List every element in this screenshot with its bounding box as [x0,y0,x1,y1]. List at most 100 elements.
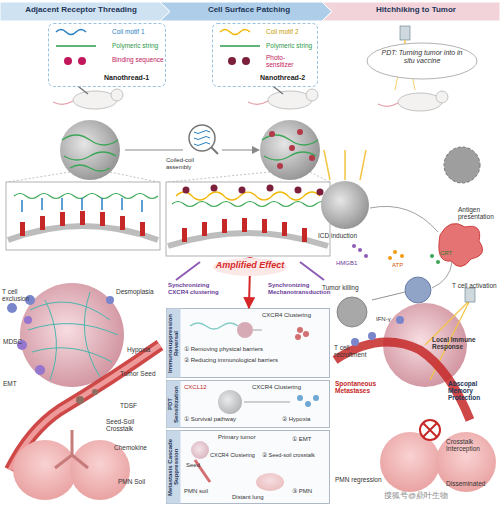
rect-shape [242,218,247,232]
stage-banner: Hitchhiking to Tumor [322,2,500,21]
thought-bubble: PDT: Turning tumor into in situ vaccine [366,42,478,80]
circle-shape [7,303,17,313]
circle-shape [289,145,295,151]
node-text: Hitchhiking to Tumor [338,6,494,15]
zoom-panel-middle [166,172,330,280]
icon [56,45,96,47]
node-text: Amplified Effect [213,261,287,271]
path-shape [22,198,142,212]
circle-shape [239,187,246,194]
annotation-label: CRT [440,250,452,257]
annotation-label: EMT [3,380,17,387]
chev-shape [0,2,170,21]
annotation-label: ① Removing physical barriers [184,346,263,353]
cloud-shape [367,43,477,79]
path-shape [370,206,438,232]
band-strip [167,309,181,378]
coiled-coil-magnifier [125,125,260,154]
rect-shape [40,216,45,230]
annotation-label: Distant lung [232,494,264,501]
annotation-label: Tumor Seed [120,370,160,377]
rect-shape [202,222,207,236]
icon [242,57,250,65]
circle-shape [337,297,367,327]
annotation-label: Chemokine [114,444,147,451]
legend-panel: Nanothread-1Coil motif 1Polymeric string… [48,23,166,87]
circle-shape [400,254,404,258]
circle-shape [388,256,392,260]
node-outline [166,308,330,378]
ellipse-shape [73,91,117,109]
annotation-label: Primary tumor [218,434,256,441]
annotation-label: Antigen presentation [458,206,500,220]
path-shape [222,150,252,151]
chev-shape [322,2,500,21]
band-shape [167,431,330,504]
path-shape [423,423,437,437]
ellipse-shape [380,432,440,492]
nanothread-icons [56,30,96,66]
node-text: Adjacent Receptor Threading [6,6,156,15]
annotation-label: T cell recruitment [334,344,380,358]
band-shape [167,309,330,378]
annotation-label: ① Survival pathway [184,416,236,423]
circle-shape [76,396,84,404]
stage-banner: Adjacent Receptor Threading [0,2,170,21]
circle-shape [317,189,324,196]
panel-shape [49,24,166,87]
band-strip [167,381,181,428]
circle-shape [260,120,320,180]
circle-shape [368,332,376,340]
ellipse-shape [13,440,77,500]
circle-shape [351,338,359,346]
node-text: PDT: Turning tumor into in situ vaccine [376,49,468,64]
rect-shape [60,212,65,226]
tumor-microenvironment-left [7,283,160,500]
annotation-label: ① EMT [292,436,311,443]
circle-shape [92,389,98,395]
circle-shape [358,248,362,252]
band-strip [167,431,181,504]
annotation-label: Coiled-coil assembly [166,157,216,170]
icon [78,57,86,65]
path-shape [14,194,158,199]
icon [220,30,250,35]
circle-shape [35,365,45,375]
panel-title: Metastasis Cascade Suppression [166,430,180,504]
oval-shape [213,258,287,276]
annotation-label: Synchronizing CXCR4 clustering [168,282,230,295]
annotation-label: ② Hypoxia [282,416,310,423]
icon [228,57,236,65]
circle-shape [277,163,283,169]
circle-shape [436,260,440,264]
annotation-label: Seed [186,462,200,469]
circle-shape [405,277,431,303]
node-text: Photo-sensitizer [266,54,310,68]
icon [220,45,260,47]
annotation-label: CXCL12 [184,384,207,391]
annotation-label: Crosstalk Interception [446,438,496,452]
circle-shape [444,147,480,183]
rect-shape [222,219,227,233]
annotation-label: CXCR4 Clustering [210,452,255,458]
circle-shape [420,420,440,440]
rect-shape [282,222,287,236]
annotation-label: PMN Soil [118,478,145,485]
rect-shape [140,222,145,236]
circle-shape [60,120,120,180]
node-text: Coil motif 2 [266,28,318,35]
annotation-label: ICD induction [318,232,357,239]
path-shape [378,103,398,106]
circle-shape [269,131,275,137]
circle-shape [20,283,124,387]
circle-shape [306,89,318,101]
rect-shape [400,26,410,40]
path-shape [372,292,405,300]
g-shape [352,244,368,258]
circle-shape [211,185,218,192]
node-text: Coil motif 1 [112,28,166,35]
annotation-label: Abscopal Memory Protection [448,380,498,401]
path-shape [125,150,183,151]
annotation-label: MDSC [3,338,22,345]
band-shape [167,381,330,428]
